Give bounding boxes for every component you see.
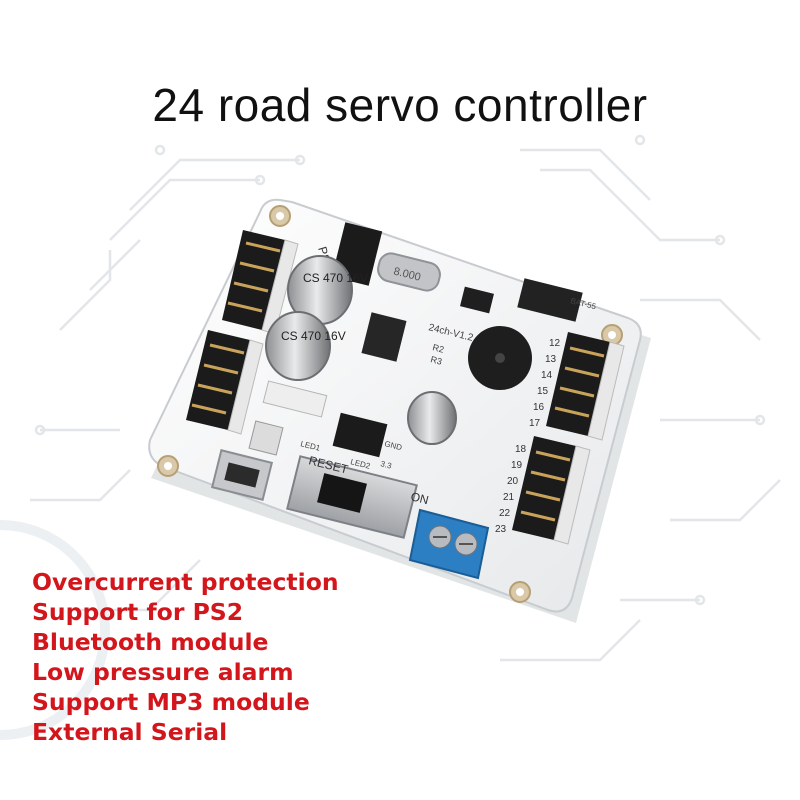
- capacitor-top-label: CS 470 16V: [303, 271, 368, 285]
- channel-label: 20: [507, 476, 519, 487]
- channel-label: 23: [495, 524, 507, 535]
- product-title: 24 road servo controller: [152, 79, 648, 131]
- channel-label: 19: [511, 460, 523, 471]
- channel-labels-right: 12 13 14 15 16 17 18 19 20 21 22 23: [495, 338, 561, 535]
- capacitor-small: [407, 391, 457, 445]
- channel-label: 14: [541, 370, 553, 381]
- feature-item: External Serial: [32, 718, 228, 746]
- servo-header-left-bottom: [186, 330, 264, 435]
- channel-label: 21: [503, 492, 515, 503]
- capacitor-bottom-label: CS 470 16V: [281, 329, 346, 343]
- serial-connector: [262, 380, 328, 418]
- jumper: [460, 286, 494, 314]
- channel-label: 15: [537, 386, 549, 397]
- feature-item: Low pressure alarm: [32, 658, 294, 686]
- feature-item: Support for PS2: [32, 598, 244, 626]
- channel-label: 16: [533, 402, 545, 413]
- channel-label: 22: [499, 508, 511, 519]
- crystal-oscillator: 8.000: [377, 252, 441, 292]
- feature-item: Bluetooth module: [32, 628, 269, 656]
- capacitor-top: CS 470 16V: [287, 255, 368, 325]
- gnd-label: GND: [384, 439, 404, 452]
- r2-label: R2: [432, 342, 446, 354]
- power-terminal-block: [408, 508, 490, 580]
- v33-label: 3.3: [380, 459, 394, 471]
- channel-label: 13: [545, 354, 557, 365]
- r3-label: R3: [430, 354, 444, 366]
- feature-item: Overcurrent protection: [32, 568, 339, 596]
- servo-header-right-top: [546, 332, 625, 441]
- reset-button: [248, 420, 284, 456]
- voltage-regulator: [361, 312, 407, 362]
- channel-label: 18: [515, 444, 527, 455]
- mounting-holes: [157, 205, 623, 603]
- servo-header-left-top: [222, 230, 299, 335]
- feature-list: Overcurrent protection Support for PS2 B…: [32, 567, 339, 747]
- capacitor-bottom: CS 470 16V: [265, 311, 346, 381]
- battery-connector: BAT-55: [517, 278, 598, 322]
- io-header-middle: GND 3.3 LED1 LED2: [300, 412, 404, 471]
- channel-label: 17: [529, 418, 541, 429]
- channel-label: 12: [549, 338, 561, 349]
- servo-header-right-bottom: [512, 436, 591, 545]
- feature-item: Support MP3 module: [32, 688, 310, 716]
- on-label: ON: [409, 489, 430, 507]
- decorative-ring: [0, 520, 110, 740]
